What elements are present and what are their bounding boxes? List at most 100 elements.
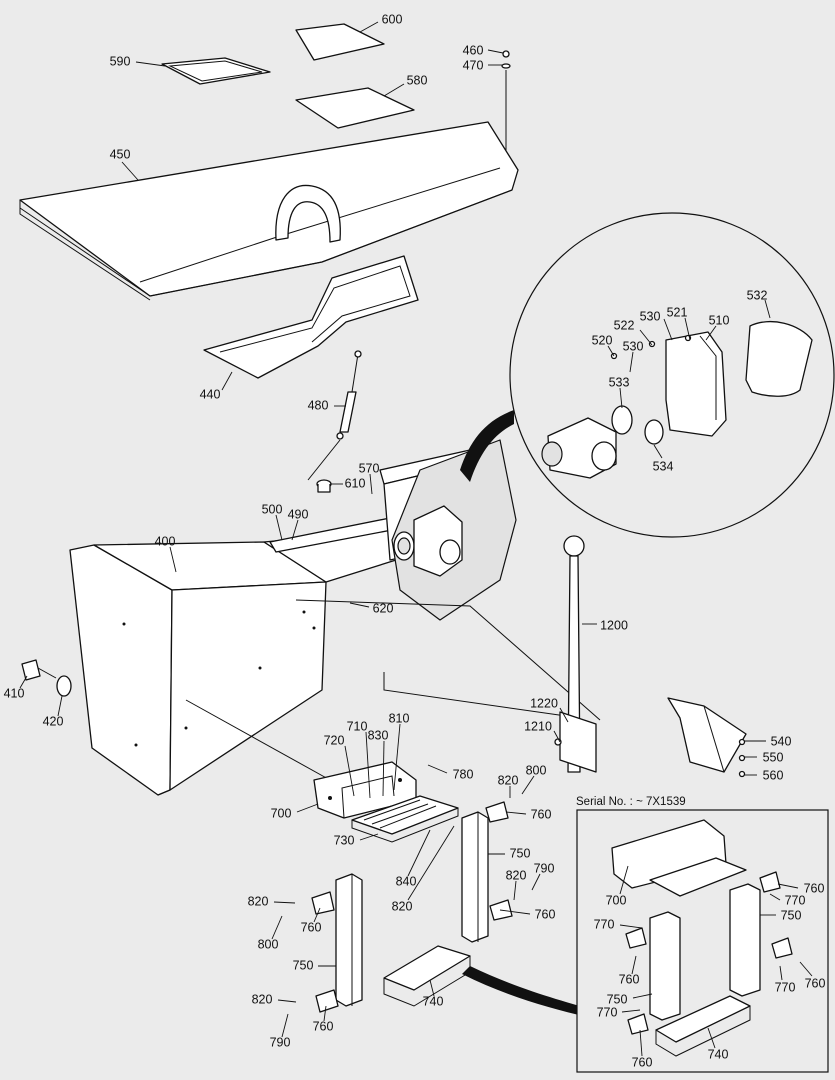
part-label-l1200: 1200 (600, 618, 628, 632)
part-label-l550: 550 (763, 750, 784, 764)
part-label-l760a: 760 (531, 807, 552, 821)
part-label-l800a: 800 (526, 763, 547, 777)
part-label-l820e: 820 (252, 992, 273, 1006)
leader-i750b (632, 993, 653, 999)
part-label-l760b: 760 (535, 907, 556, 921)
part-label-l730: 730 (334, 833, 355, 847)
part-label-l820b: 820 (506, 868, 527, 882)
part-label-l460: 460 (463, 43, 484, 57)
leader-l1220 (559, 707, 569, 723)
part-540-bracket (667, 697, 747, 778)
part-label-l450: 450 (110, 147, 131, 161)
part-600-plate (295, 23, 385, 61)
leader-i740 (707, 1027, 716, 1049)
part-label-i740: 740 (708, 1047, 729, 1061)
part-label-l500: 500 (262, 502, 283, 516)
leader-l800b (271, 915, 283, 940)
leader-l720 (344, 745, 355, 797)
part-750-rail-right (461, 811, 489, 943)
serial-inset (576, 809, 829, 1073)
leader-l780 (427, 764, 448, 774)
part-440-frame (203, 255, 419, 379)
part-label-l420: 420 (43, 714, 64, 728)
part-label-l530a: 530 (640, 309, 661, 323)
leader-i700 (619, 865, 629, 895)
part-label-l400: 400 (155, 534, 176, 548)
part-410-bolt (21, 659, 72, 697)
leader-l570 (369, 473, 373, 495)
part-label-l610: 610 (345, 476, 366, 490)
part-label-l532: 532 (747, 288, 768, 302)
leader-l700 (296, 803, 319, 813)
part-label-l710: 710 (347, 719, 368, 733)
leader-i770c (621, 1009, 641, 1013)
leader-l710 (365, 731, 371, 799)
detail-pointer (460, 410, 514, 482)
leader-l520 (607, 345, 615, 357)
part-label-l760d: 760 (313, 1019, 334, 1033)
part-label-l533: 533 (609, 375, 630, 389)
part-motor-assembly (393, 505, 463, 577)
leader-l580 (383, 83, 405, 97)
leader-i760d (639, 1029, 643, 1057)
leader-l534 (653, 444, 663, 459)
leader-i760c (799, 961, 813, 977)
part-1200-lever (554, 535, 597, 773)
leader-l820e (277, 999, 297, 1003)
part-label-l530b: 530 (623, 339, 644, 353)
leader-l740 (429, 979, 435, 997)
part-label-l700: 700 (271, 806, 292, 820)
part-label-i770a: 770 (785, 893, 806, 907)
leader-l530b (629, 351, 634, 373)
part-label-i750b: 750 (607, 992, 628, 1006)
part-label-l580: 580 (407, 73, 428, 87)
leader-l790b (281, 1013, 289, 1038)
part-label-i770b: 770 (594, 917, 615, 931)
leader-i760a (777, 883, 799, 889)
leader-l820d (273, 901, 296, 904)
leader-l500 (275, 514, 283, 541)
leader-l510 (705, 325, 717, 341)
part-label-l410: 410 (4, 686, 25, 700)
leader-l830 (382, 740, 385, 797)
leader-l522 (639, 329, 653, 346)
part-label-l1220: 1220 (530, 696, 558, 710)
part-label-i760d: 760 (632, 1055, 653, 1069)
leader-l760b (499, 909, 531, 915)
leader-l1210 (553, 730, 561, 743)
part-label-l522: 522 (614, 318, 635, 332)
part-450-cover (19, 121, 519, 301)
leader-l820b (513, 880, 517, 901)
part-label-l600: 600 (382, 12, 403, 26)
leader-l533 (619, 387, 623, 409)
part-label-l750a: 750 (510, 846, 531, 860)
leader-l410 (19, 675, 28, 689)
part-750-rail-left (335, 873, 363, 1007)
part-label-l590: 590 (110, 54, 131, 68)
part-label-l840: 840 (396, 874, 417, 888)
part-740-step (383, 945, 600, 1020)
leader-l730 (359, 833, 379, 841)
leader-l521 (684, 317, 691, 341)
leader-l620 (349, 602, 370, 608)
part-label-l740: 740 (423, 994, 444, 1008)
part-label-l510: 510 (709, 313, 730, 327)
leader-l760c (313, 907, 321, 923)
leader-l490 (291, 519, 299, 541)
leader-i770a (769, 893, 781, 901)
part-480-gas-spring (307, 350, 362, 481)
part-label-i760c: 760 (805, 976, 826, 990)
part-label-l521: 521 (667, 305, 688, 319)
leader-l590 (135, 61, 166, 67)
part-610-knob (316, 479, 332, 493)
leader-l840 (407, 829, 431, 877)
leader-l400 (169, 546, 177, 573)
leader-l810 (393, 723, 401, 791)
label-leaders (19, 21, 813, 1057)
part-label-i700: 700 (606, 893, 627, 907)
part-label-l440: 440 (200, 387, 221, 401)
part-label-l750b: 750 (293, 958, 314, 972)
part-label-l560: 560 (763, 768, 784, 782)
